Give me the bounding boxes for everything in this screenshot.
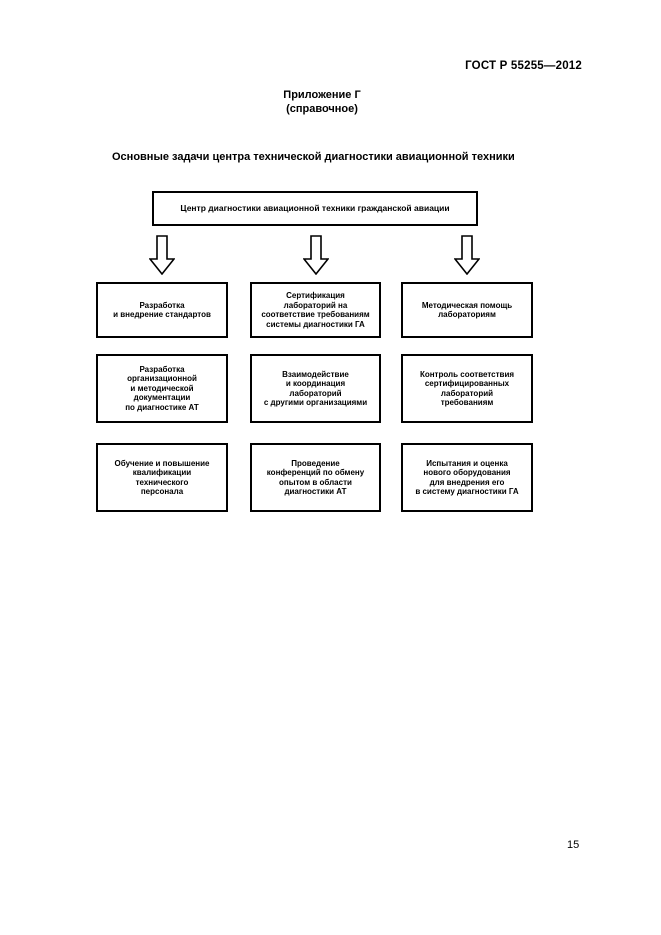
task-node: Обучение и повышение квалификации технич… bbox=[96, 443, 228, 512]
down-arrow-icon bbox=[149, 235, 175, 275]
root-node: Центр диагностики авиационной техники гр… bbox=[152, 191, 478, 226]
document-code: ГОСТ Р 55255—2012 bbox=[465, 60, 582, 72]
appendix-title: Приложение Г bbox=[283, 89, 361, 101]
task-node: Разработка и внедрение стандартов bbox=[96, 282, 228, 338]
task-node: Испытания и оценка нового оборудования д… bbox=[401, 443, 533, 512]
down-arrow-icon bbox=[454, 235, 480, 275]
page-number: 15 bbox=[567, 839, 580, 851]
diagram-title: Основные задачи центра технической диагн… bbox=[112, 151, 515, 163]
appendix-type: (справочное) bbox=[286, 102, 358, 115]
down-arrow-icon bbox=[303, 235, 329, 275]
task-node: Взаимодействие и координация лабораторий… bbox=[250, 354, 381, 423]
task-node: Методическая помощь лабораториям bbox=[401, 282, 533, 338]
task-node: Контроль соответствия сертифицированных … bbox=[401, 354, 533, 423]
task-node: Разработка организационной и методическо… bbox=[96, 354, 228, 423]
task-node: Сертификация лабораторий на соответствие… bbox=[250, 282, 381, 338]
appendix-heading: Приложение Г (справочное) bbox=[192, 89, 452, 116]
task-node: Проведение конференций по обмену опытом … bbox=[250, 443, 381, 512]
